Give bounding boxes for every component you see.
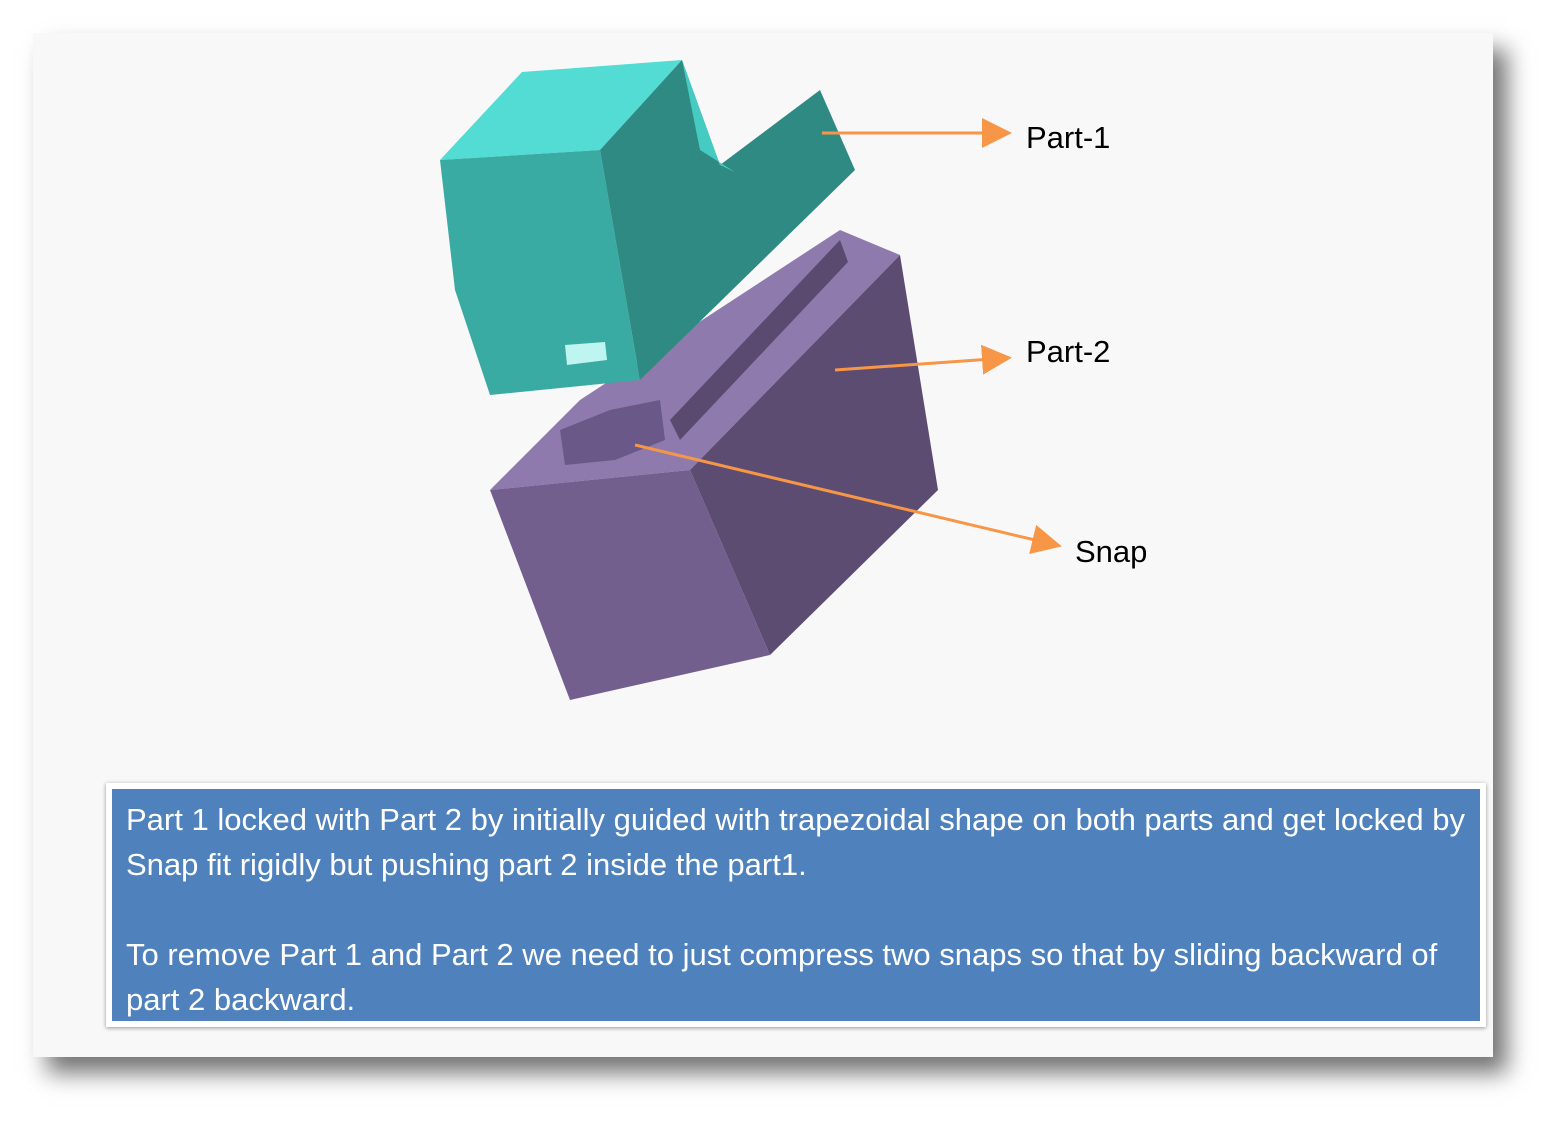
description-paragraph-2: To remove Part 1 and Part 2 we need to j… bbox=[126, 937, 1438, 1017]
snap-label: Snap bbox=[1075, 534, 1148, 569]
part-1-shape bbox=[440, 60, 855, 395]
part-2-shape bbox=[490, 230, 938, 700]
part-2-arrow bbox=[834, 344, 1012, 375]
snap-arrow bbox=[634, 443, 1062, 555]
part-1-label: Part-1 bbox=[1026, 120, 1111, 155]
part-2-label: Part-2 bbox=[1026, 334, 1111, 369]
description-box: Part 1 locked with Part 2 by initially g… bbox=[106, 783, 1486, 1027]
description-paragraph-1: Part 1 locked with Part 2 by initially g… bbox=[126, 802, 1465, 882]
